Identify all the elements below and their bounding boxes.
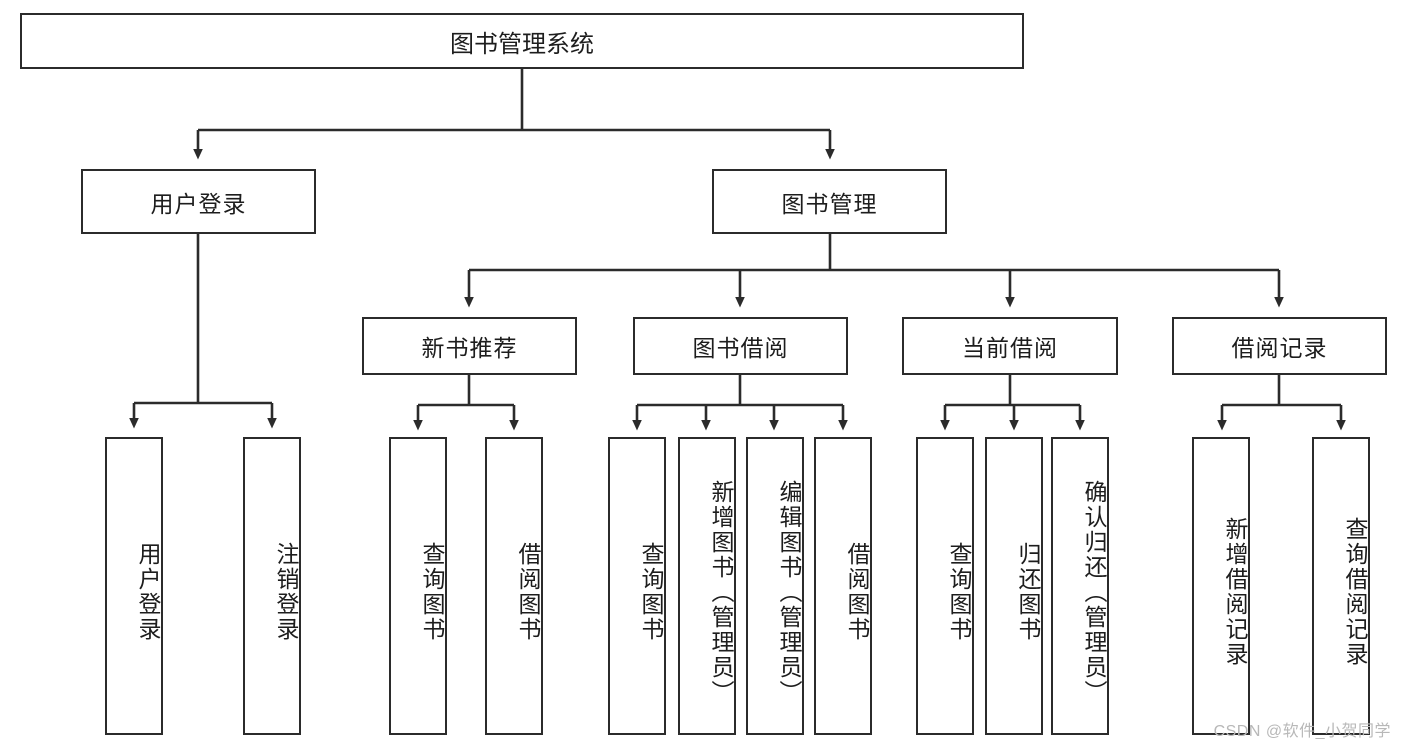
leaf-label: 查询借阅记录 [1342,517,1368,667]
leaf-label: 新增图书（管理员） [708,479,734,705]
node-book-manage[interactable]: 图书管理 [712,169,947,234]
leaf-user-login[interactable]: 用户登录 [105,437,163,735]
leaf-add-book[interactable]: 新增图书（管理员） [678,437,736,735]
leaf-query-book-2[interactable]: 查询图书 [608,437,666,735]
leaf-label: 注销登录 [273,542,299,642]
leaf-label: 借阅图书 [515,542,541,642]
leaf-label: 新增借阅记录 [1222,517,1248,667]
leaf-borrow-book-1[interactable]: 借阅图书 [485,437,543,735]
leaf-confirm-return[interactable]: 确认归还（管理员） [1051,437,1109,735]
node-borrow-record[interactable]: 借阅记录 [1172,317,1387,375]
leaf-label: 借阅图书 [844,542,870,642]
leaf-add-record[interactable]: 新增借阅记录 [1192,437,1250,735]
leaf-query-book-1[interactable]: 查询图书 [389,437,447,735]
leaf-logout-login[interactable]: 注销登录 [243,437,301,735]
leaf-return-book[interactable]: 归还图书 [985,437,1043,735]
leaf-label: 归还图书 [1015,542,1041,642]
leaf-query-book-3[interactable]: 查询图书 [916,437,974,735]
leaf-borrow-book-2[interactable]: 借阅图书 [814,437,872,735]
leaf-label: 查询图书 [638,542,664,642]
node-book-borrow[interactable]: 图书借阅 [633,317,848,375]
node-current-borrow[interactable]: 当前借阅 [902,317,1118,375]
leaf-label: 查询图书 [419,542,445,642]
leaf-label: 用户登录 [135,542,161,642]
node-root-system[interactable]: 图书管理系统 [20,13,1024,69]
node-new-book-recommend[interactable]: 新书推荐 [362,317,577,375]
leaf-label: 确认归还（管理员） [1081,479,1107,705]
leaf-edit-book[interactable]: 编辑图书（管理员） [746,437,804,735]
leaf-label: 查询图书 [946,542,972,642]
csdn-watermark: CSDN @软件_小贺同学 [1213,723,1391,740]
leaf-label: 编辑图书（管理员） [776,479,802,705]
node-user-login[interactable]: 用户登录 [81,169,316,234]
leaf-query-record[interactable]: 查询借阅记录 [1312,437,1370,735]
